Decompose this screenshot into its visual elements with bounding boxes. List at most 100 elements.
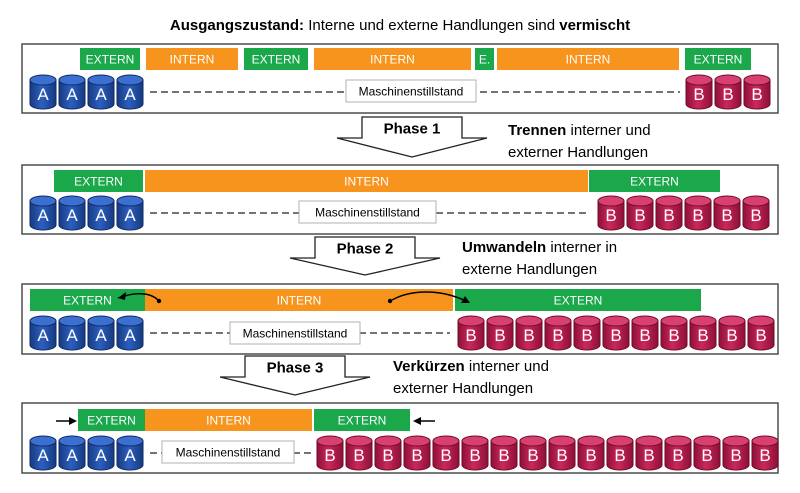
intern-bar bbox=[145, 170, 588, 192]
stillstand-box bbox=[161, 440, 295, 464]
can-letter: A bbox=[66, 446, 78, 465]
can-body bbox=[87, 200, 115, 231]
can-top bbox=[684, 195, 712, 207]
can-letter: B bbox=[697, 326, 708, 345]
can-top bbox=[29, 435, 57, 447]
phase-arrow-shape bbox=[289, 236, 441, 276]
can-a: A bbox=[87, 315, 115, 351]
can-letter: B bbox=[614, 446, 625, 465]
intern-label: INTERN bbox=[206, 414, 251, 428]
can-b: B bbox=[548, 435, 576, 471]
can-body bbox=[29, 79, 57, 110]
can-top bbox=[461, 435, 489, 447]
can-letter: A bbox=[37, 85, 49, 104]
can-top bbox=[626, 195, 654, 207]
move-right-arrow bbox=[391, 291, 469, 303]
can-body bbox=[722, 440, 750, 471]
can-letter: A bbox=[95, 326, 107, 345]
can-body bbox=[718, 320, 746, 351]
can-b: B bbox=[403, 435, 431, 471]
can-letter: B bbox=[672, 446, 683, 465]
can-b: B bbox=[544, 315, 572, 351]
can-top bbox=[515, 315, 543, 327]
phase-arrow-shape bbox=[219, 355, 371, 396]
extern-label: EXTERN bbox=[87, 414, 136, 428]
can-body bbox=[655, 200, 683, 231]
can-top bbox=[87, 435, 115, 447]
can-top bbox=[606, 435, 634, 447]
can-top bbox=[486, 315, 514, 327]
phase-label: Phase 3 bbox=[267, 360, 324, 377]
can-body bbox=[747, 320, 775, 351]
intern-bar bbox=[497, 48, 679, 70]
title-bold-part: Ausgangszustand: bbox=[170, 17, 304, 34]
can-body bbox=[635, 440, 663, 471]
can-body bbox=[606, 440, 634, 471]
can-letter: A bbox=[124, 206, 136, 225]
can-a: A bbox=[58, 195, 86, 231]
can-top bbox=[689, 315, 717, 327]
can-top bbox=[58, 74, 86, 86]
can-b: B bbox=[722, 435, 750, 471]
extern-label: EXTERN bbox=[63, 294, 112, 308]
can-body bbox=[631, 320, 659, 351]
can-a: A bbox=[116, 435, 144, 471]
stillstand-label: Maschinenstillstand bbox=[359, 85, 464, 99]
can-b: B bbox=[718, 315, 746, 351]
can-body bbox=[544, 320, 572, 351]
extern-label: EXTERN bbox=[554, 294, 603, 308]
can-top bbox=[87, 315, 115, 327]
can-body bbox=[345, 440, 373, 471]
can-top bbox=[29, 195, 57, 207]
can-body bbox=[87, 320, 115, 351]
can-b: B bbox=[457, 315, 485, 351]
can-top bbox=[116, 74, 144, 86]
can-b: B bbox=[515, 315, 543, 351]
extern-label: E. bbox=[479, 53, 490, 67]
can-b: B bbox=[519, 435, 547, 471]
intern-bar bbox=[314, 48, 471, 70]
phase-description-line1: Trennen interner und bbox=[508, 122, 651, 139]
can-body bbox=[58, 200, 86, 231]
can-top bbox=[87, 74, 115, 86]
can-body bbox=[29, 200, 57, 231]
can-letter: A bbox=[124, 446, 136, 465]
extern-bar bbox=[78, 409, 145, 431]
phase-label: Phase 2 bbox=[337, 241, 394, 258]
can-b: B bbox=[573, 315, 601, 351]
can-a: A bbox=[58, 435, 86, 471]
can-body bbox=[684, 200, 712, 231]
can-b: B bbox=[747, 315, 775, 351]
can-b: B bbox=[743, 74, 771, 110]
can-letter: B bbox=[440, 446, 451, 465]
can-letter: B bbox=[494, 326, 505, 345]
can-top bbox=[714, 74, 742, 86]
can-b: B bbox=[432, 435, 460, 471]
can-top bbox=[29, 315, 57, 327]
can-letter: A bbox=[37, 446, 49, 465]
can-body bbox=[29, 440, 57, 471]
extern-label: EXTERN bbox=[694, 53, 743, 67]
intern-label: INTERN bbox=[170, 53, 215, 67]
can-body bbox=[457, 320, 485, 351]
can-letter: B bbox=[643, 446, 654, 465]
can-letter: A bbox=[66, 326, 78, 345]
can-top bbox=[87, 195, 115, 207]
can-body bbox=[660, 320, 688, 351]
can-top bbox=[655, 195, 683, 207]
can-letter: B bbox=[726, 326, 737, 345]
can-top bbox=[577, 435, 605, 447]
extern-label: EXTERN bbox=[252, 53, 301, 67]
can-b: B bbox=[713, 195, 741, 231]
phase-description-rest: interner und bbox=[566, 122, 650, 139]
can-top bbox=[345, 435, 373, 447]
can-b: B bbox=[742, 195, 770, 231]
can-top bbox=[685, 74, 713, 86]
can-letter: B bbox=[581, 326, 592, 345]
can-a: A bbox=[58, 74, 86, 110]
